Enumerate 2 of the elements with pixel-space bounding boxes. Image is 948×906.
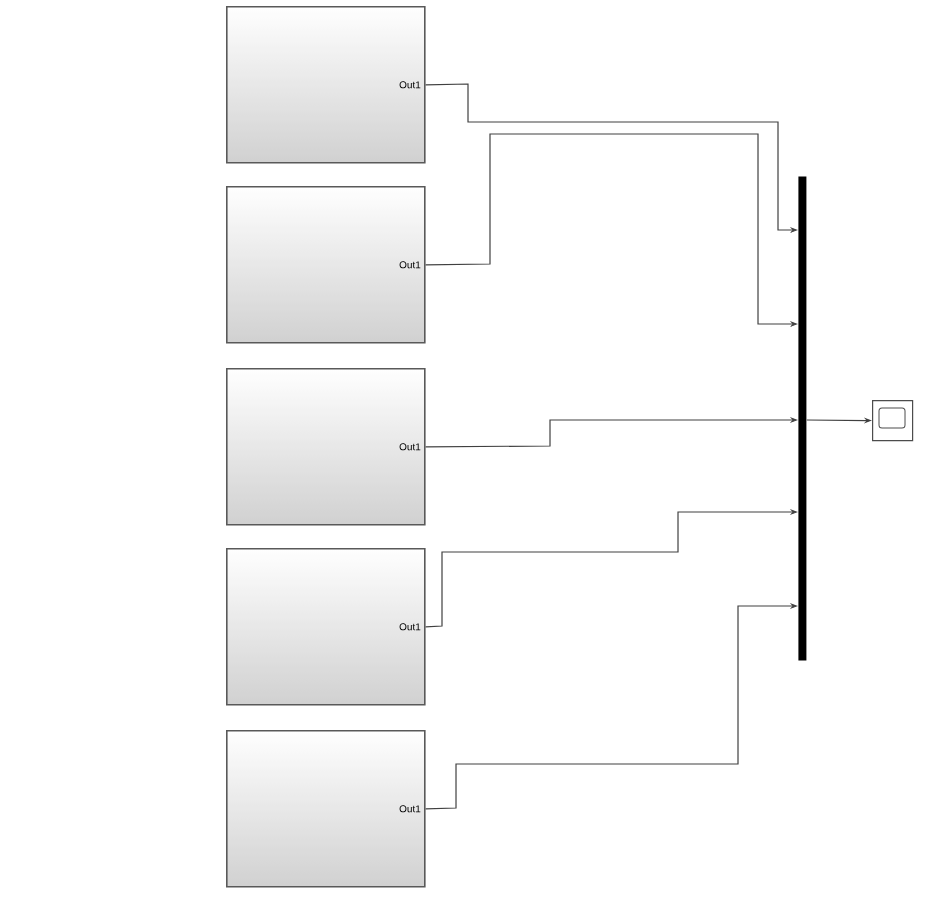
mux-bar	[798, 176, 807, 661]
scope-block	[872, 400, 914, 442]
